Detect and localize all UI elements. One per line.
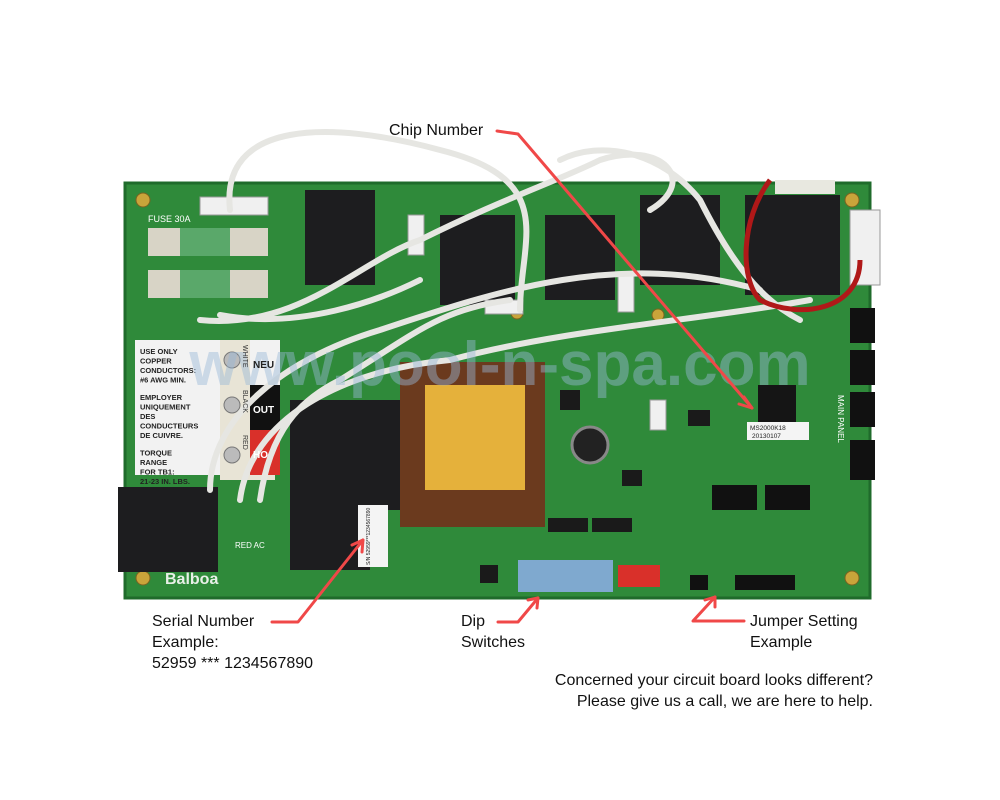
white-wires	[197, 129, 813, 503]
chip-label-model: MS2000K18	[750, 425, 786, 432]
terminal-wire-label: RED	[241, 435, 248, 450]
panel-connectors	[712, 308, 875, 510]
terminal-tag: HO	[253, 450, 268, 461]
serial-sticker	[358, 505, 388, 567]
jumper-setting-label: Jumper Setting Example	[750, 611, 858, 653]
terminal-wire-label: WHITE	[241, 345, 248, 368]
dip-switches-line2: Switches	[461, 634, 526, 651]
chip-label-sticker	[747, 422, 809, 440]
terminal-tag: OUT	[253, 405, 274, 416]
warning-label-panel	[135, 340, 220, 475]
warning-label-line: FOR TB1:	[140, 468, 175, 477]
help-message: Concerned your circuit board looks diffe…	[555, 670, 873, 712]
serial-number-example: 52959 *** 1234567890	[152, 655, 314, 672]
jumper-setting-line1: Jumper Setting	[750, 613, 858, 630]
serial-number-example-label: Example:	[152, 634, 219, 651]
serial-number-title: Serial Number	[152, 613, 255, 630]
warning-label-line: COPPER	[140, 357, 172, 366]
warning-label-line: #6 AWG MIN.	[140, 376, 186, 385]
warning-label-line: DE CUIVRE.	[140, 431, 183, 440]
red-wire	[743, 178, 863, 313]
watermark: www.pool-n-spa.com	[188, 330, 810, 399]
chip-number-label: Chip Number	[389, 122, 484, 139]
jumpers	[690, 575, 795, 590]
help-line1: Concerned your circuit board looks diffe…	[554, 672, 873, 689]
main-chip	[758, 385, 796, 423]
dip-switches-arrow	[496, 596, 540, 624]
dip-switches-line1: Dip	[461, 613, 486, 630]
mounting-holes	[135, 192, 860, 586]
terminal-wire-label: BLACK	[241, 390, 248, 413]
help-line2: Please give us a call, we are here to he…	[576, 693, 873, 710]
transformer-core	[425, 385, 525, 490]
glass-fuse	[775, 180, 835, 194]
capacitor	[570, 425, 610, 465]
serial-sticker-text: S/N 52959***1234567890	[366, 508, 372, 565]
warning-label-line: TORQUE	[140, 449, 172, 458]
jumper-setting-arrow	[691, 595, 746, 623]
terminal-tag: NEU	[253, 360, 274, 371]
warning-label-line: RANGE	[140, 458, 167, 467]
red-ac-label: RED AC	[235, 541, 265, 550]
fuse-label: FUSE 30A	[148, 214, 191, 224]
warning-label-line: USE ONLY	[140, 347, 178, 356]
annotation-arrows	[270, 129, 754, 624]
dip-switches-label: Dip Switches	[461, 611, 525, 653]
balboa-logo: Balboa	[165, 571, 218, 588]
serial-number-label: Serial Number Example: 52959 *** 1234567…	[152, 611, 313, 674]
dip-switches-red	[618, 565, 660, 587]
warning-label-line: DES	[140, 412, 155, 421]
warning-label-line: 21-23 IN. LBS.	[140, 477, 190, 486]
jumper-setting-line2: Example	[750, 634, 813, 651]
dip-switches	[518, 560, 613, 592]
main-panel-label: MAIN PANEL	[836, 395, 845, 443]
chip-number-arrow	[495, 129, 754, 410]
integrated-circuits	[480, 390, 710, 583]
warning-label-line: EMPLOYER	[140, 393, 183, 402]
fuses	[148, 228, 268, 298]
serial-number-arrow	[270, 538, 365, 624]
warning-label-line: CONDUCTORS:	[140, 366, 196, 375]
warning-label-line: CONDUCTEURS	[140, 422, 198, 431]
relays	[118, 190, 840, 572]
warning-label-line: UNIQUEMENT	[140, 403, 191, 412]
chip-label-date: 20130107	[752, 433, 781, 440]
